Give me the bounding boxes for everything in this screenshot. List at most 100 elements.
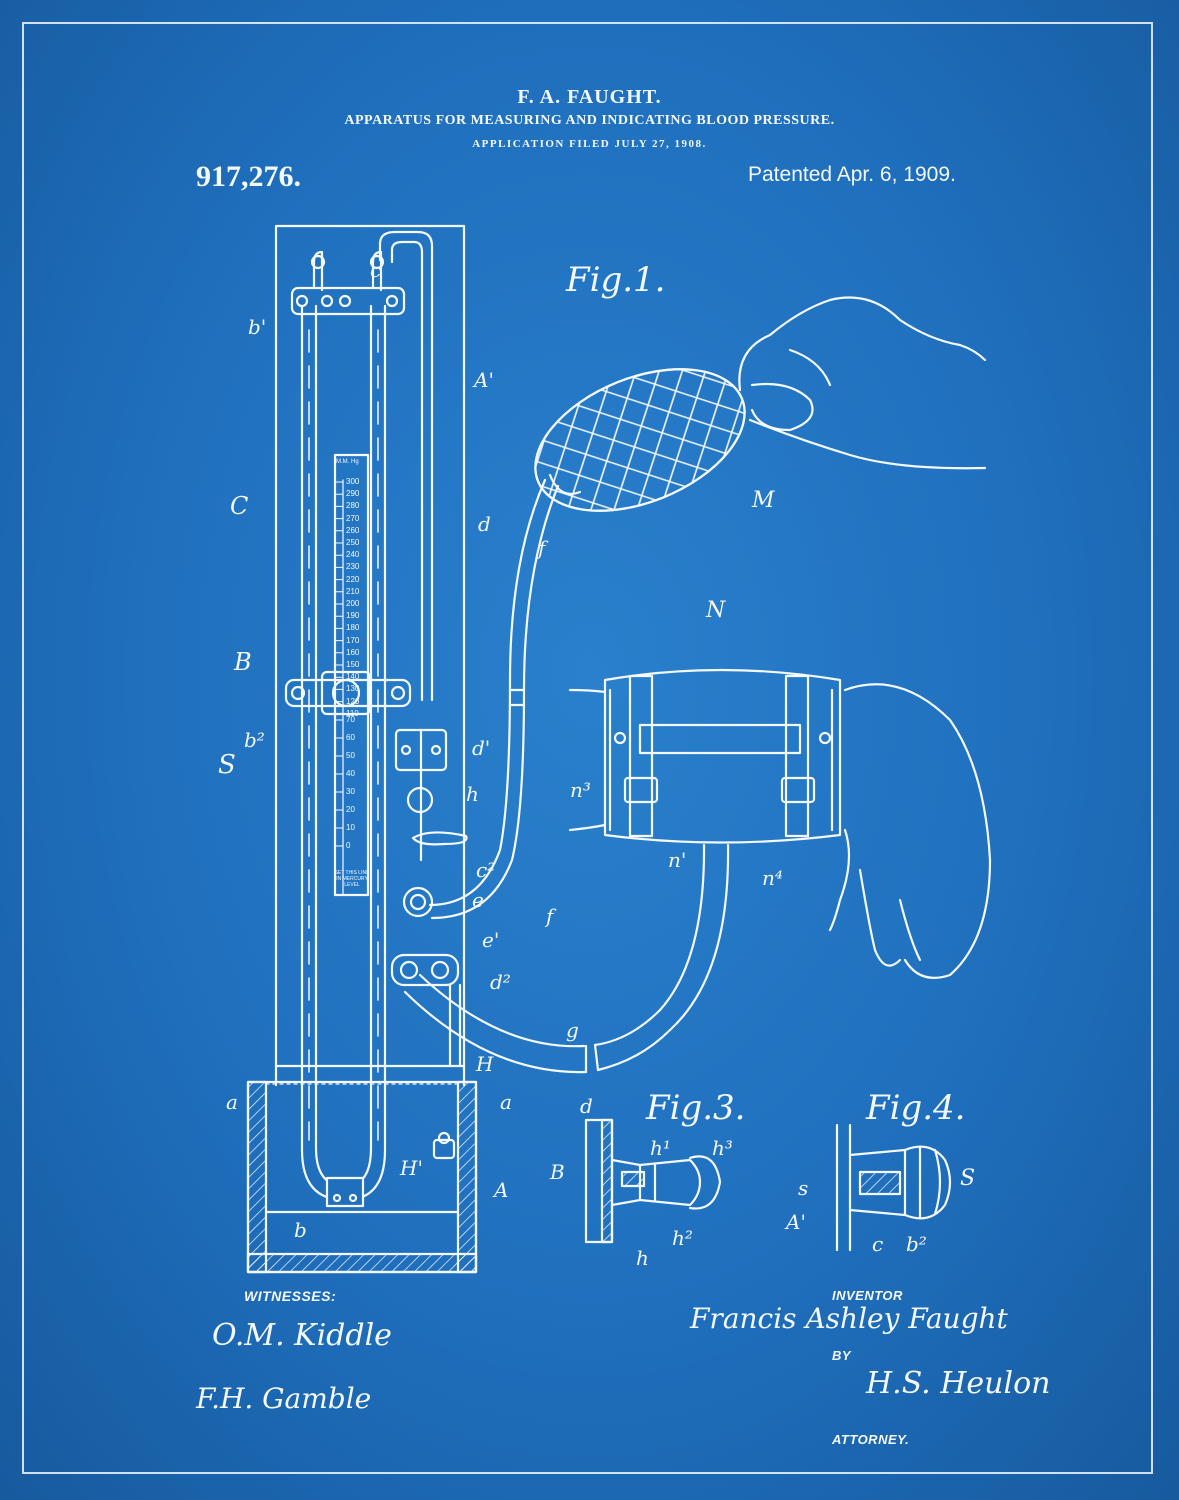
label-a-left: a bbox=[226, 1090, 238, 1114]
fig3-label-B: B bbox=[550, 1160, 565, 1184]
fig4-label-S: S bbox=[960, 1166, 976, 1191]
label-H: H bbox=[476, 1052, 494, 1076]
rubber-bulb bbox=[534, 368, 746, 512]
patent-number: 917,276. bbox=[196, 160, 301, 193]
label-b: b bbox=[294, 1218, 307, 1242]
attorney-signature: H.S. Heulon bbox=[866, 1366, 1051, 1401]
scale-tick-label: 160 bbox=[346, 647, 360, 657]
label-M: M bbox=[752, 488, 775, 513]
scale-tick-label: 200 bbox=[346, 599, 360, 608]
scale-tick-label: 300 bbox=[346, 477, 360, 486]
label-d2: d² bbox=[490, 970, 511, 994]
fig3-label-d: d bbox=[580, 1094, 593, 1118]
bulb-tube bbox=[428, 478, 560, 920]
label-B: B bbox=[234, 648, 252, 676]
top-clamp bbox=[290, 230, 434, 702]
label-b1: b' bbox=[248, 315, 267, 339]
scale-unit: M.M. Hg bbox=[336, 459, 359, 465]
inventor-signature: Francis Ashley Faught bbox=[690, 1302, 1008, 1335]
scale-tick-label: 40 bbox=[346, 769, 355, 778]
label-g: g bbox=[566, 1018, 579, 1042]
scale-tick-label: 130 bbox=[346, 684, 360, 694]
label-S: S bbox=[218, 750, 236, 780]
label-b2: b² bbox=[244, 728, 265, 752]
scale-tick-label: 190 bbox=[346, 611, 360, 621]
scale-tick-label: 0 bbox=[346, 841, 351, 850]
valve-assembly bbox=[390, 728, 468, 1160]
label-f-upper: f bbox=[538, 536, 546, 560]
label-c: c bbox=[370, 258, 382, 282]
attorney-label: ATTORNEY. bbox=[832, 1432, 910, 1447]
label-h: h bbox=[466, 782, 479, 806]
scale-tick-label: 250 bbox=[346, 538, 360, 547]
scale-tick-label: 290 bbox=[346, 489, 360, 499]
arm-cuff bbox=[568, 668, 842, 844]
label-n4: n⁴ bbox=[762, 866, 783, 890]
inventor-name-header: F. A. FAUGHT. bbox=[517, 86, 662, 108]
fig1-title: Fig.1. bbox=[566, 260, 666, 300]
label-A1: A' bbox=[474, 368, 494, 392]
slider-clamp bbox=[284, 670, 412, 716]
scale-tick-label: 140 bbox=[346, 672, 360, 682]
scale-tick-label: 260 bbox=[346, 525, 360, 535]
fig3-title: Fig.3. bbox=[646, 1088, 746, 1128]
scale-note: SET THIS LINE IN MERCURY LEVEL bbox=[334, 870, 370, 888]
scale-tick-label: 20 bbox=[346, 805, 355, 814]
hand-top bbox=[738, 296, 987, 470]
patent-title: APPARATUS FOR MEASURING AND INDICATING B… bbox=[344, 113, 835, 128]
u-tube bbox=[300, 304, 387, 1208]
scale-tick-label: 70 bbox=[346, 715, 355, 724]
fig3-label-h1: h¹ bbox=[650, 1136, 671, 1160]
witness-signature-2: F.H. Gamble bbox=[196, 1382, 372, 1415]
label-d1: d' bbox=[472, 736, 491, 760]
label-a-right: a bbox=[500, 1090, 512, 1114]
scale-tick-label: 270 bbox=[346, 513, 360, 523]
label-d: d bbox=[478, 512, 491, 536]
scale-tick-label: 150 bbox=[346, 660, 360, 669]
scale-tick-label: 60 bbox=[346, 733, 355, 742]
label-n3: n³ bbox=[570, 778, 591, 802]
scale-tick-label: 110 bbox=[346, 708, 359, 718]
label-A: A bbox=[494, 1178, 509, 1202]
label-c2: c² bbox=[476, 858, 496, 882]
fig3-label-h: h bbox=[636, 1246, 649, 1270]
by-label: BY bbox=[832, 1348, 852, 1363]
label-N: N bbox=[706, 598, 726, 623]
fig4-label-A1: A' bbox=[786, 1210, 806, 1234]
hand-bottom bbox=[828, 683, 992, 979]
scale-tick-label: 240 bbox=[346, 550, 360, 560]
witnesses-label: WITNESSES: bbox=[244, 1288, 337, 1304]
label-H1: H' bbox=[400, 1156, 423, 1180]
fig3-label-h2: h² bbox=[672, 1226, 693, 1250]
application-filed: APPLICATION FILED JULY 27, 1908. bbox=[472, 138, 707, 150]
page-border bbox=[22, 22, 1153, 1474]
fig4-label-s: s bbox=[798, 1176, 809, 1200]
scale-tick-label: 50 bbox=[346, 751, 355, 760]
witness-signature-1: O.M. Kiddle bbox=[212, 1318, 392, 1353]
label-e: e bbox=[472, 888, 484, 912]
label-n1: n' bbox=[668, 848, 687, 872]
patented-date: Patented Apr. 6, 1909. bbox=[748, 163, 956, 186]
fig3-detail bbox=[584, 1118, 722, 1244]
label-e1: e' bbox=[482, 928, 500, 952]
label-C: C bbox=[230, 492, 249, 520]
scale-tick-label: 230 bbox=[346, 562, 360, 572]
scale-tick-label: 120 bbox=[346, 696, 360, 706]
scale-tick-label: 220 bbox=[346, 574, 360, 584]
scale-tick-label: 170 bbox=[346, 635, 360, 645]
scale-tick-label: 30 bbox=[346, 787, 355, 796]
scale-tick-label: 10 bbox=[346, 823, 355, 832]
scale-tick-label: 180 bbox=[346, 623, 360, 633]
inventor-label: INVENTOR bbox=[832, 1288, 903, 1303]
cuff-tube bbox=[403, 843, 730, 1074]
label-f-lower: f bbox=[546, 904, 554, 928]
fig4-label-c: c bbox=[872, 1232, 884, 1256]
fig3-label-h3: h³ bbox=[712, 1136, 733, 1160]
mercury-reservoir bbox=[246, 1080, 478, 1274]
scale-tick-label: 280 bbox=[346, 501, 360, 511]
scale-tick-label: 210 bbox=[346, 586, 360, 596]
fig4-label-b2: b² bbox=[906, 1232, 927, 1256]
fig4-detail bbox=[835, 1123, 952, 1252]
